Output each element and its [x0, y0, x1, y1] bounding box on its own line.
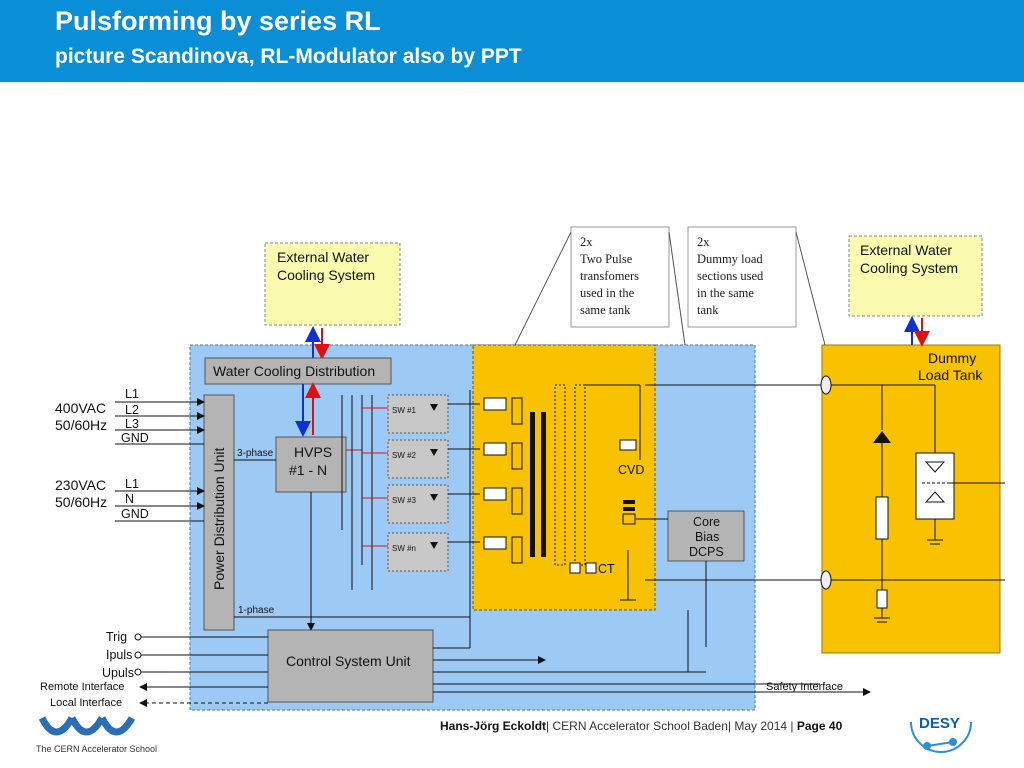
note-transformers-l5: same tank — [580, 303, 631, 317]
external-water-right-box — [848, 235, 983, 317]
note-transformers-l4: used in the — [580, 286, 635, 300]
line-230-N: N — [125, 492, 134, 506]
modulator-diagram: External Water Cooling System External W… — [40, 226, 1005, 711]
slide-subtitle: picture Scandinova, RL-Modulator also by… — [55, 45, 522, 68]
switch-feed-lines — [341, 395, 373, 590]
line-230-L1: L1 — [125, 477, 139, 491]
local-interface-label: Local Interface — [50, 697, 122, 709]
core-bias-l1: Core — [693, 515, 720, 529]
line-400-L2: L2 — [125, 403, 139, 417]
desy-logo-text: DESY — [919, 715, 960, 732]
footer-date: May 2014 — [734, 719, 788, 733]
note-dummy-l1: 2x — [697, 235, 710, 249]
pulse-transformer-tank — [472, 344, 656, 611]
line-400-L3: L3 — [125, 417, 139, 431]
cas-logo — [38, 716, 136, 736]
cvd-label: CVD — [618, 463, 644, 477]
footer-bar: Hans-Jörg Eckoldt| CERN Accelerator Scho… — [440, 719, 842, 733]
ct-label: CT — [598, 562, 615, 576]
three-phase-label: 3-phase — [237, 448, 274, 459]
input-400-l1: 400VAC — [55, 400, 106, 416]
note-dummy-l4: in the same — [697, 286, 754, 300]
dummy-load-internals — [820, 375, 1005, 623]
core-bias-dcps-box — [667, 510, 745, 562]
switch-3-label: SW #3 — [392, 496, 417, 505]
note-transformers-l1: 2x — [580, 235, 593, 249]
input-400-l2: 50/60Hz — [55, 417, 107, 433]
hvps-label-1: HVPS — [294, 444, 332, 460]
note-dummy-l2: Dummy load — [697, 252, 763, 266]
safety-interface-label: Safety Interface — [766, 681, 843, 693]
signal-trig: Trig — [106, 630, 127, 644]
core-bias-l2: Bias — [695, 530, 719, 544]
hvps-label-2: #1 - N — [289, 462, 327, 478]
core-bias-l3: DCPS — [689, 545, 724, 559]
signal-upuls: Upuls — [102, 666, 134, 680]
switch-modules: SW #1 SW #2 SW #3 SW #n — [362, 394, 480, 572]
note-transformers-l3: transfomers — [580, 269, 639, 283]
external-water-right-l2: Cooling System — [860, 260, 958, 276]
dummy-load-tank-l2: Load Tank — [918, 367, 983, 383]
note-dummy-l3: sections used — [697, 269, 764, 283]
control-system-unit-label: Control System Unit — [286, 653, 411, 669]
input-230-l1: 230VAC — [55, 477, 106, 493]
external-water-left-l2: Cooling System — [277, 267, 375, 283]
water-cooling-distribution-label: Water Cooling Distribution — [213, 363, 375, 379]
control-system-unit-box — [267, 629, 434, 703]
footer-sep-1: | — [546, 719, 553, 733]
note-dummy — [687, 226, 797, 328]
signal-ipuls: Ipuls — [106, 648, 132, 662]
header-bar: Pulsforming by series RL picture Scandin… — [0, 0, 1024, 82]
input-230-l2: 50/60Hz — [55, 494, 107, 510]
line-230-GND: GND — [121, 507, 149, 521]
switch-1-label: SW #1 — [392, 406, 417, 415]
water-cooling-distribution-box — [204, 357, 392, 385]
power-distribution-unit-box — [203, 394, 235, 631]
switch-2-label: SW #2 — [392, 451, 417, 460]
footer-school: CERN Accelerator School Baden — [552, 719, 728, 733]
one-phase-label: 1-phase — [238, 605, 275, 616]
dummy-load-tank-l1: Dummy — [928, 350, 976, 366]
remote-interface-label: Remote Interface — [40, 681, 124, 693]
external-water-left-l1: External Water — [277, 249, 369, 265]
external-water-left-box — [264, 242, 401, 326]
hvps-box — [275, 436, 347, 493]
line-400-GND: GND — [121, 431, 149, 445]
power-distribution-unit-label: Power Distribution Unit — [211, 448, 227, 590]
line-400-L1: L1 — [125, 387, 139, 401]
footer-page: Page 40 — [796, 719, 843, 733]
slide-title: Pulsforming by series RL — [55, 6, 381, 36]
note-dummy-l5: tank — [697, 303, 719, 317]
footer-sep-3: | — [787, 719, 797, 733]
footer-author: Hans-Jörg Eckoldt — [440, 719, 547, 733]
desy-logo: DESY — [910, 715, 972, 753]
footer-sep-2: | — [727, 719, 735, 733]
note-transformers-l2: Two Pulse — [580, 252, 633, 266]
dummy-load-tank-box — [821, 344, 1001, 654]
note-transformers — [570, 226, 670, 328]
switch-n-label: SW #n — [392, 544, 416, 553]
external-water-right-l1: External Water — [860, 242, 952, 258]
control-connection-lines — [433, 390, 871, 696]
pulse-transformer: CVD CT — [483, 384, 644, 601]
cas-caption: The CERN Accelerator School — [36, 744, 158, 754]
